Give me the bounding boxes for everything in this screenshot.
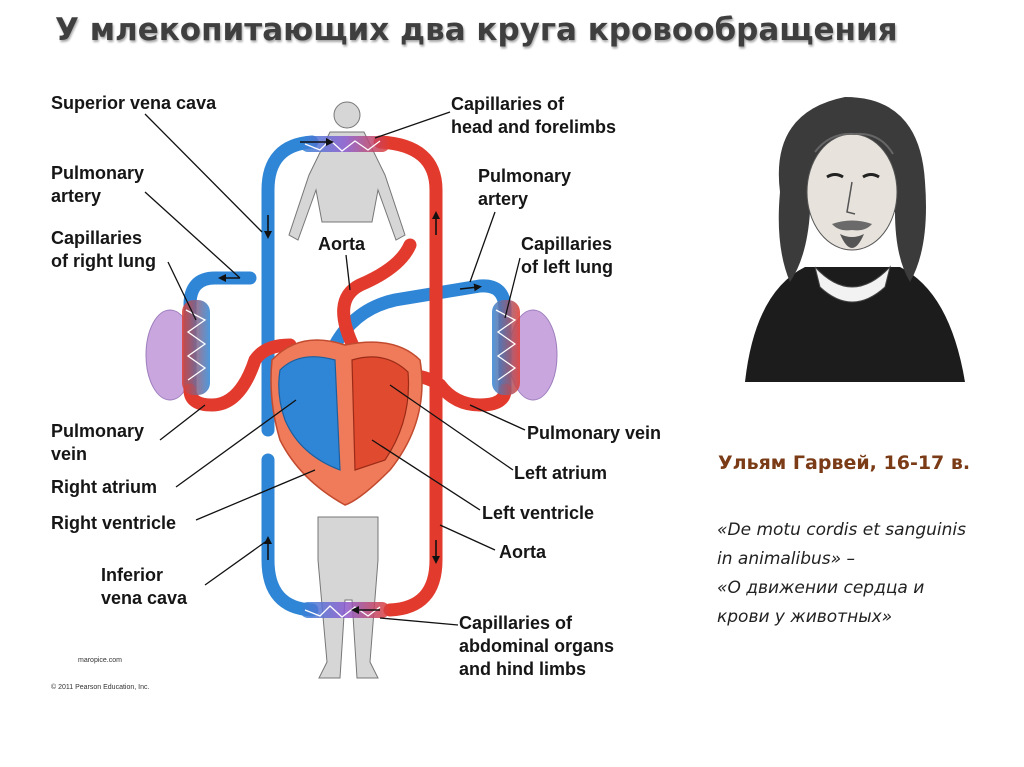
label-aorta-bottom: Aorta (499, 541, 546, 564)
book-title-quote: «De motu cordis et sanguinis in animalib… (717, 516, 1017, 632)
site-credit: maropice.com (78, 657, 122, 664)
label-superior-vena-cava: Superior vena cava (51, 92, 216, 115)
label-aorta-top: Aorta (318, 233, 365, 256)
label-right-ventricle: Right ventricle (51, 512, 176, 535)
heart (271, 340, 422, 505)
label-pulmonary-artery-right: Pulmonary artery (478, 165, 571, 211)
label-capillaries-left-lung: Capillaries of left lung (521, 233, 613, 279)
upper-body-silhouette (289, 102, 405, 240)
lower-body-silhouette (318, 517, 378, 678)
head-capillary-bed (300, 136, 390, 152)
portrait-caption: Ульям Гарвей, 16-17 в. (718, 452, 970, 474)
label-right-atrium: Right atrium (51, 476, 157, 499)
label-capillaries-right-lung: Capillaries of right lung (51, 227, 156, 273)
label-pulmonary-artery-left: Pulmonary artery (51, 162, 144, 208)
label-pulmonary-vein-right: Pulmonary vein (527, 422, 661, 445)
harvey-portrait-icon (735, 72, 970, 397)
label-pulmonary-vein-left: Pulmonary vein (51, 420, 144, 466)
label-capillaries-abdominal: Capillaries of abdominal organs and hind… (459, 612, 614, 681)
copyright-credit: © 2011 Pearson Education, Inc. (51, 684, 149, 691)
label-capillaries-head: Capillaries of head and forelimbs (451, 93, 616, 139)
label-inferior-vena-cava: Inferior vena cava (101, 564, 187, 610)
label-left-ventricle: Left ventricle (482, 502, 594, 525)
label-left-atrium: Left atrium (514, 462, 607, 485)
right-lung-capillary-bed (182, 300, 210, 395)
